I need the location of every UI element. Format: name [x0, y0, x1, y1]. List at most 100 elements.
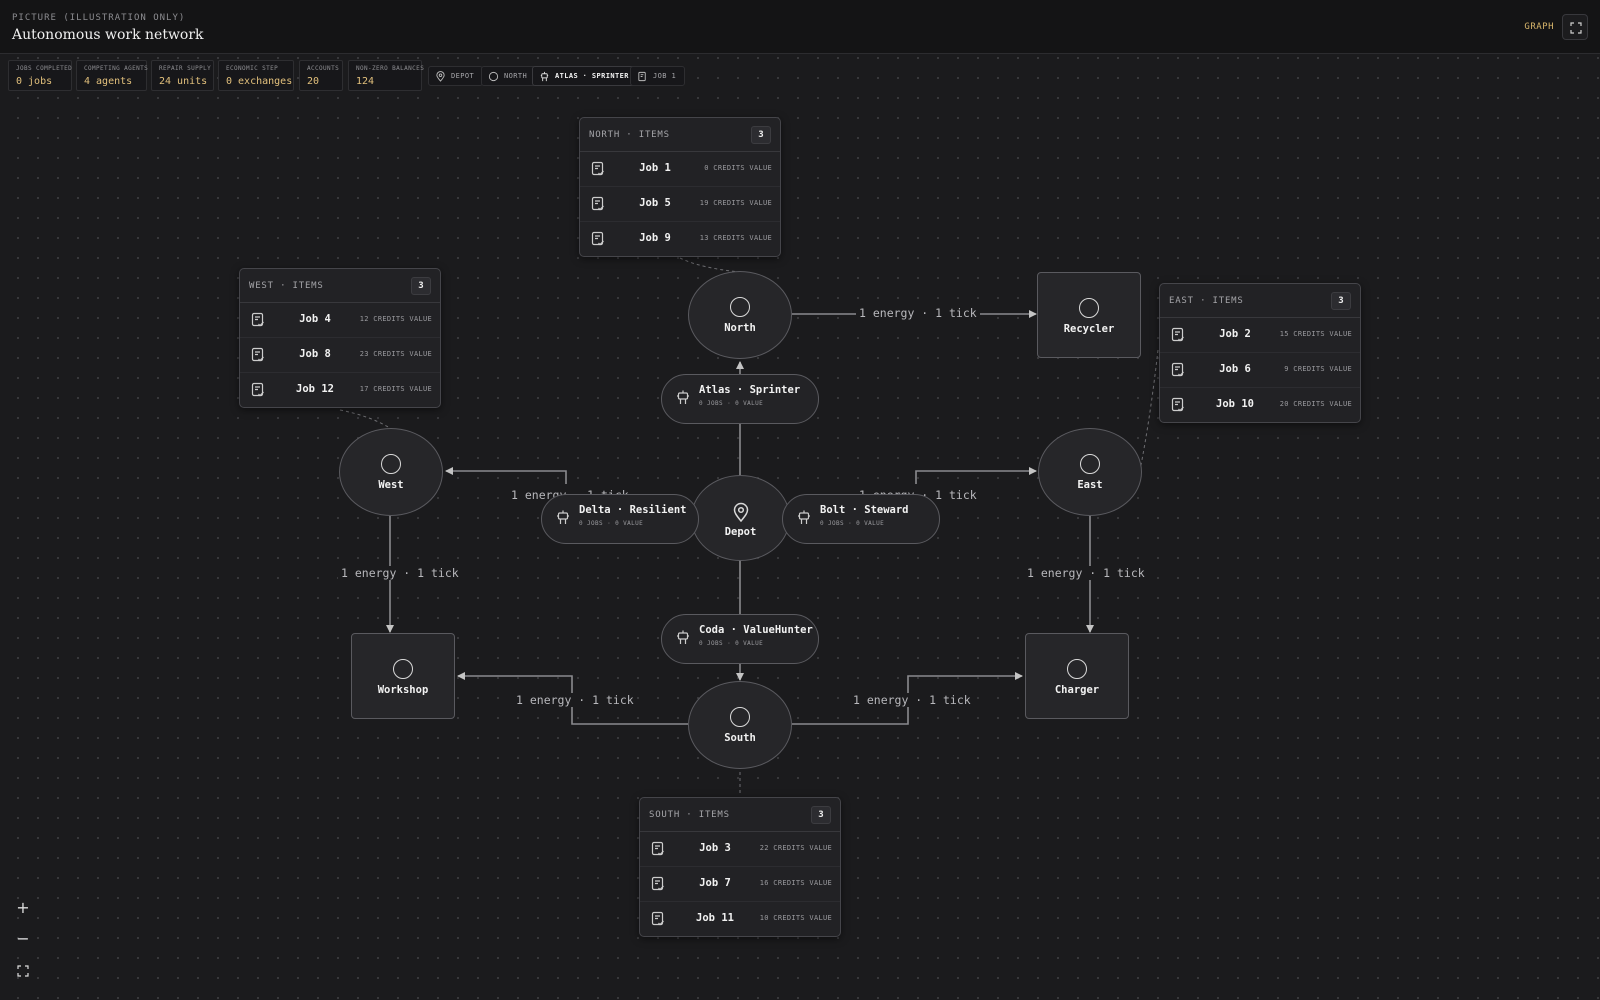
job-value: 10 CREDITS VALUE	[759, 914, 832, 922]
list-item[interactable]: Job 1 0 CREDITS VALUE	[580, 152, 780, 187]
agent-coda[interactable]: Coda · ValueHunter 0 JOBS · 0 VALUE	[661, 614, 819, 664]
stat-value: 0 exchanges	[226, 76, 293, 87]
agent-bolt[interactable]: Bolt · Steward 0 JOBS · 0 VALUE	[782, 494, 940, 544]
panel-title: WEST · ITEMS	[249, 281, 324, 291]
node-charger[interactable]: Charger	[1025, 633, 1129, 719]
agent-stats: 0 JOBS · 0 VALUE	[699, 640, 764, 647]
job-name: Job 5	[639, 197, 671, 209]
agent-name: Coda · ValueHunter	[699, 624, 813, 636]
circle-icon	[730, 297, 750, 317]
job-value: 17 CREDITS VALUE	[359, 385, 432, 393]
job-name: Job 8	[299, 348, 331, 360]
job-name: Job 11	[696, 912, 734, 924]
robot-icon	[540, 71, 549, 81]
job-icon	[251, 382, 264, 397]
job-value: 20 CREDITS VALUE	[1279, 400, 1352, 408]
job-icon	[651, 911, 664, 926]
circle-icon	[393, 659, 413, 679]
chip-label: NORTH	[504, 72, 528, 80]
node-east[interactable]: East	[1038, 428, 1142, 516]
node-label: Charger	[1054, 684, 1100, 696]
stat-jobs-completed: JOBS COMPLETED 0 jobs	[8, 60, 72, 91]
panel-count-badge: 3	[1331, 292, 1351, 310]
agent-name: Delta · Resilient	[579, 504, 687, 516]
job-icon	[651, 876, 664, 891]
node-label: Workshop	[377, 684, 429, 696]
job-name: Job 9	[639, 232, 671, 244]
list-item[interactable]: Job 2 15 CREDITS VALUE	[1160, 318, 1360, 353]
agent-stats: 0 JOBS · 0 VALUE	[579, 520, 644, 527]
agent-name: Bolt · Steward	[820, 504, 909, 516]
robot-icon	[677, 630, 689, 644]
fullscreen-button[interactable]	[1562, 14, 1588, 40]
list-item[interactable]: Job 12 17 CREDITS VALUE	[240, 373, 440, 408]
link-east-panel	[1139, 349, 1159, 471]
agent-atlas[interactable]: Atlas · Sprinter 0 JOBS · 0 VALUE	[661, 374, 819, 424]
edge-label: 1 energy · 1 tick	[513, 693, 637, 707]
panel-header: EAST · ITEMS 3	[1160, 284, 1360, 318]
agent-stats: 0 JOBS · 0 VALUE	[820, 520, 885, 527]
edge-depot-west	[445, 467, 567, 484]
edge-label: 1 energy · 1 tick	[1024, 566, 1148, 580]
view-mode-label[interactable]: GRAPH	[1524, 22, 1554, 32]
job-value: 15 CREDITS VALUE	[1279, 330, 1352, 338]
job-icon	[251, 347, 264, 362]
agent-delta[interactable]: Delta · Resilient 0 JOBS · 0 VALUE	[541, 494, 699, 544]
edge-label: 1 energy · 1 tick	[338, 566, 462, 580]
node-label: East	[1077, 479, 1103, 491]
job-name: Job 3	[699, 842, 731, 854]
node-workshop[interactable]: Workshop	[351, 633, 455, 719]
pin-icon	[436, 70, 445, 82]
node-north[interactable]: North	[688, 271, 792, 359]
panel-count-badge: 3	[811, 806, 831, 824]
list-item[interactable]: Job 11 10 CREDITS VALUE	[640, 902, 840, 937]
panel-title: SOUTH · ITEMS	[649, 810, 730, 820]
chip-depot[interactable]: DEPOT	[428, 66, 484, 86]
agent-name: Atlas · Sprinter	[699, 384, 801, 396]
job-name: Job 12	[296, 383, 334, 395]
zoom-in-button[interactable]: +	[16, 898, 30, 917]
node-label: Depot	[724, 526, 757, 538]
job-value: 13 CREDITS VALUE	[699, 234, 772, 242]
job-icon	[1171, 362, 1184, 377]
job-value: 16 CREDITS VALUE	[759, 879, 832, 887]
job-value: 0 CREDITS VALUE	[704, 164, 772, 172]
node-label: Recycler	[1063, 323, 1115, 335]
link-north-panel	[679, 257, 741, 273]
node-south[interactable]: South	[688, 681, 792, 769]
edge-label: 1 energy · 1 tick	[850, 693, 974, 707]
chip-job-1[interactable]: JOB 1	[630, 66, 686, 86]
job-icon	[1171, 397, 1184, 412]
panel-header: SOUTH · ITEMS 3	[640, 798, 840, 832]
stat-competing-agents: COMPETING AGENTS 4 agents	[76, 60, 148, 91]
edge-label: 1 energy · 1 tick	[856, 306, 980, 320]
job-icon	[591, 161, 604, 176]
job-name: Job 1	[639, 162, 671, 174]
zoom-out-button[interactable]: −	[16, 929, 30, 948]
circle-icon	[381, 454, 401, 474]
node-west[interactable]: West	[339, 428, 443, 516]
panel-count-badge: 3	[411, 277, 431, 295]
fit-view-button[interactable]	[13, 961, 33, 981]
panel-header: WEST · ITEMS 3	[240, 269, 440, 303]
node-depot[interactable]: Depot	[691, 475, 790, 561]
node-label: North	[724, 322, 756, 334]
job-name: Job 2	[1219, 328, 1251, 340]
robot-icon	[677, 390, 689, 404]
node-recycler[interactable]: Recycler	[1037, 272, 1141, 358]
stat-repair-supply: REPAIR SUPPLY 24 units	[151, 60, 214, 91]
list-item[interactable]: Job 9 13 CREDITS VALUE	[580, 222, 780, 257]
stat-economic-step: ECONOMIC STEP 0 exchanges	[218, 60, 294, 91]
job-icon	[638, 71, 646, 81]
panel-east-items[interactable]: EAST · ITEMS 3 Job 2 15 CREDITS VALUE Job…	[1159, 283, 1361, 423]
